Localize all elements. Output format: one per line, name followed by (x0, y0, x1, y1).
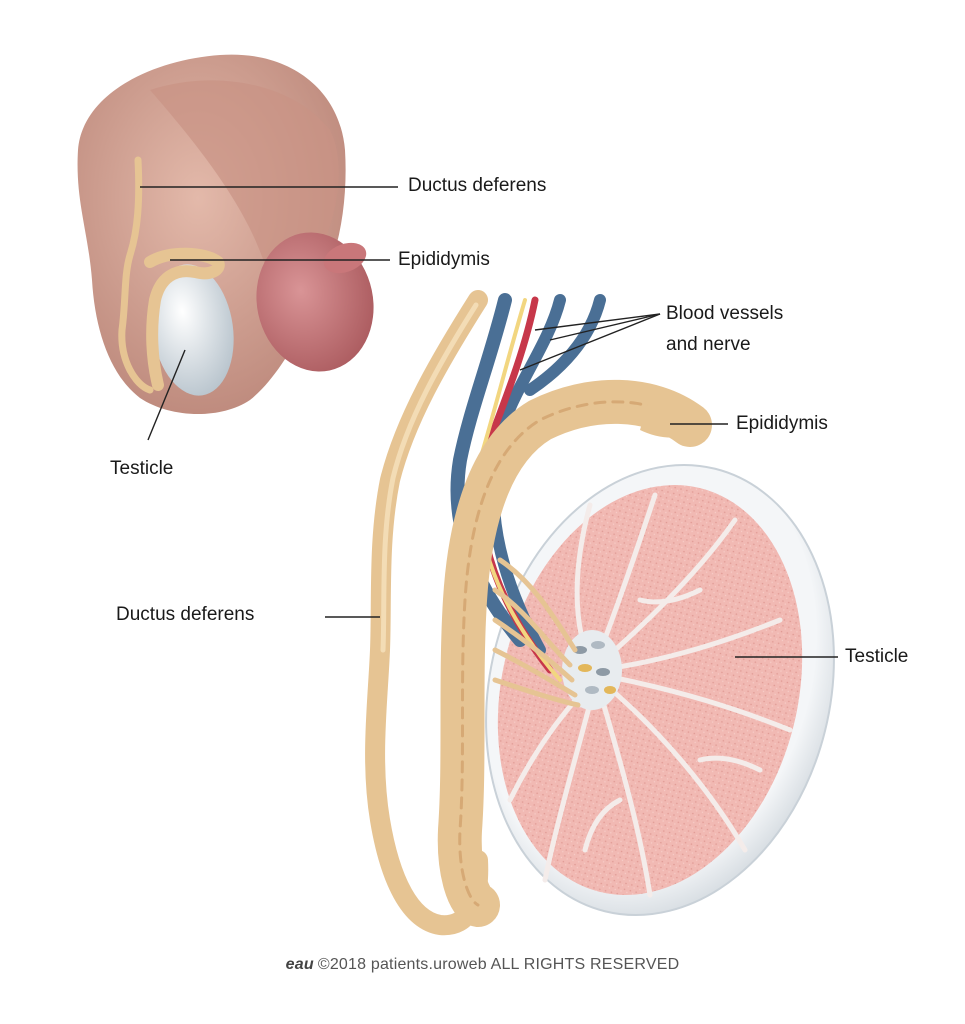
external-view (77, 54, 374, 415)
cross-section (365, 290, 835, 936)
leader-vessels-2 (519, 313, 661, 371)
label-ductus-deferens-top: Ductus deferens (408, 175, 547, 196)
leader-testicle-top (147, 349, 186, 441)
label-epididymis-top: Epididymis (398, 249, 490, 270)
efferent-ducts (492, 557, 581, 708)
label-blood-vessels-line2: and nerve (666, 334, 751, 355)
ductus-small (118, 156, 154, 394)
label-testicle-right: Testicle (845, 646, 909, 667)
leader-vessels-1 (534, 313, 661, 331)
label-epididymis-right: Epididymis (736, 413, 828, 434)
label-blood-vessels-line1: Blood vessels (666, 303, 784, 324)
leader-vessels-3 (549, 313, 661, 341)
vein-3 (524, 294, 606, 396)
leader-lines (140, 186, 838, 658)
epididymis-texture (458, 400, 692, 907)
testis-small (152, 264, 234, 396)
label-ductus-deferens-bottom: Ductus deferens (116, 604, 255, 625)
copyright-text: ©2018 patients.uroweb ALL RIGHTS RESERVE… (317, 956, 680, 973)
shaft-skin (150, 80, 339, 265)
testis-tissue (497, 485, 803, 895)
copyright-footer: eau©2018 patients.uroweb ALL RIGHTS RESE… (0, 956, 965, 974)
label-testicle-top: Testicle (110, 458, 174, 479)
eau-logo: eau (285, 956, 314, 973)
epididymis-small (144, 247, 225, 391)
ductus-deferens-highlight (380, 302, 479, 653)
glans-opening (323, 242, 367, 274)
epididymis-tip (640, 394, 701, 438)
